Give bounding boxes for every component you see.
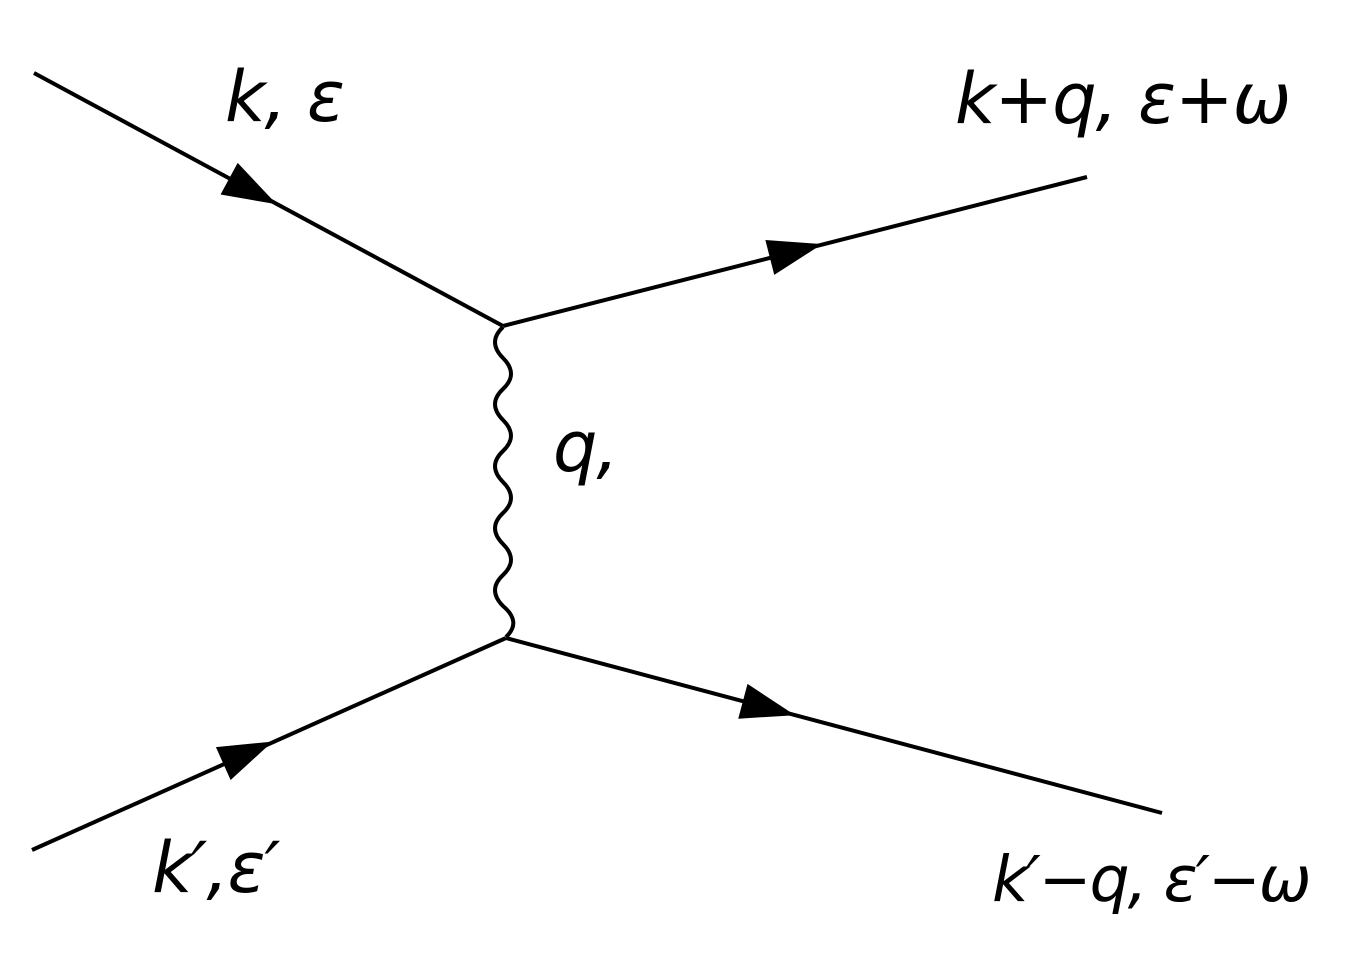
arrowhead-incoming-top xyxy=(220,162,277,205)
fermion-line-outgoing-bottom xyxy=(505,636,1163,815)
label-outgoing-bottom-momentum: k′−q, ε′−ω xyxy=(992,843,1312,916)
label-incoming-top-momentum: k, ε xyxy=(225,56,345,138)
label-incoming-bottom-momentum: k′,ε′ xyxy=(152,827,280,909)
label-exchange-momentum: q, xyxy=(553,406,619,488)
label-outgoing-top-momentum: k+q, ε+ω xyxy=(955,58,1291,140)
photon-wavy-line xyxy=(493,325,516,639)
arrowhead-incoming-bottom xyxy=(215,741,273,781)
arrowhead-outgoing-top xyxy=(765,239,823,275)
arrowhead-outgoing-bottom xyxy=(738,683,796,719)
